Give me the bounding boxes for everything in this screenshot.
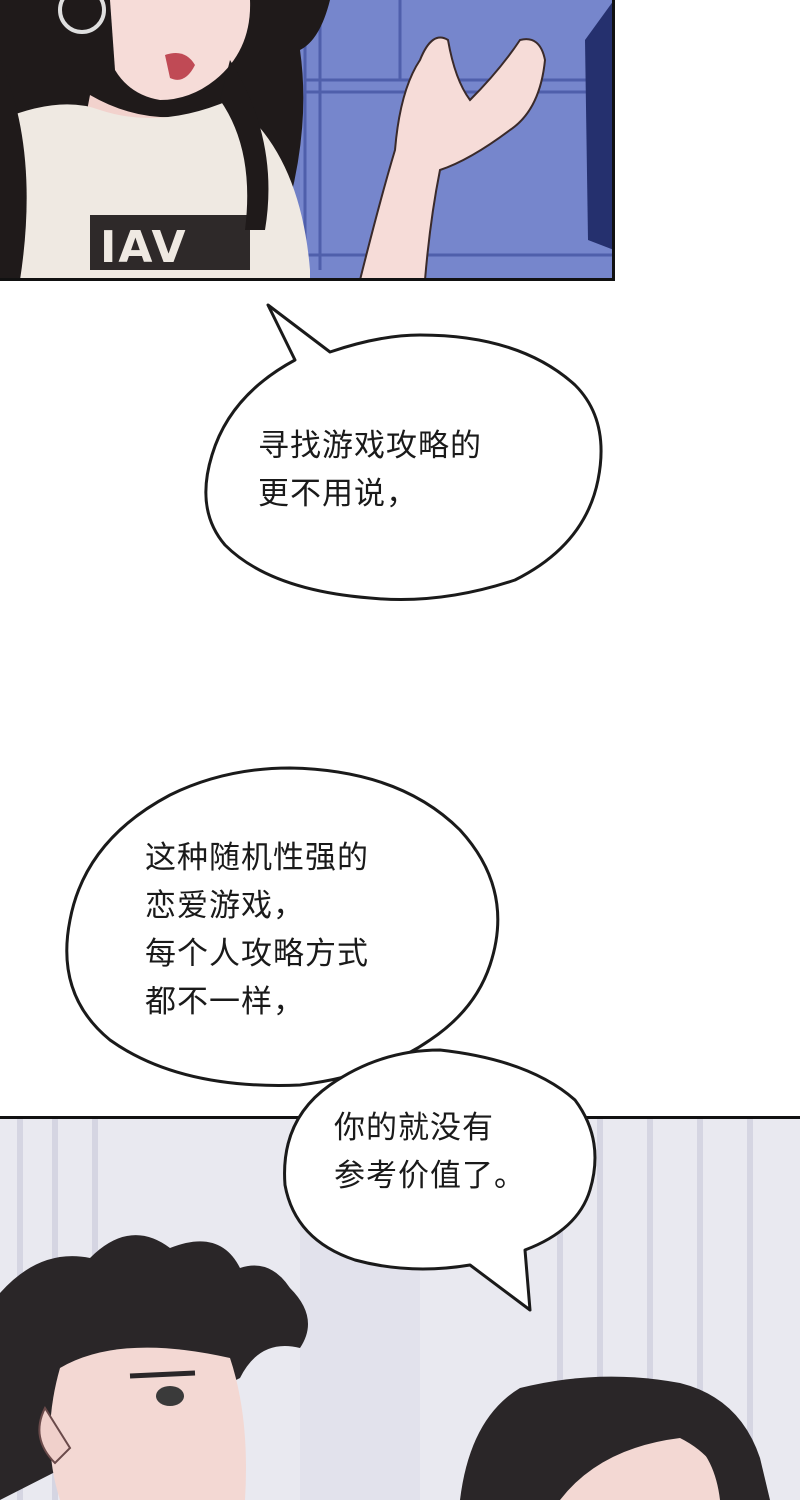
bubble-2-line-1: 这种随机性强的 <box>145 840 369 876</box>
top-panel-border-right <box>612 0 615 281</box>
bubble-3-line-1: 你的就没有 <box>334 1110 494 1146</box>
top-panel-art: IAV <box>0 0 614 280</box>
bubble-2-line-2: 恋爱游戏， <box>145 888 305 924</box>
bubble-2-line-3: 每个人攻略方式 <box>145 936 369 972</box>
bubble-3-line-2: 参考价值了。 <box>334 1158 526 1194</box>
bubble-1-line-2: 更不用说， <box>258 476 418 512</box>
bubble-2-line-4: 都不一样， <box>145 984 305 1020</box>
svg-text:IAV: IAV <box>100 222 188 273</box>
top-panel: IAV <box>0 0 614 280</box>
top-panel-border <box>0 278 614 281</box>
bubble-1-line-1: 寻找游戏攻略的 <box>258 428 482 464</box>
